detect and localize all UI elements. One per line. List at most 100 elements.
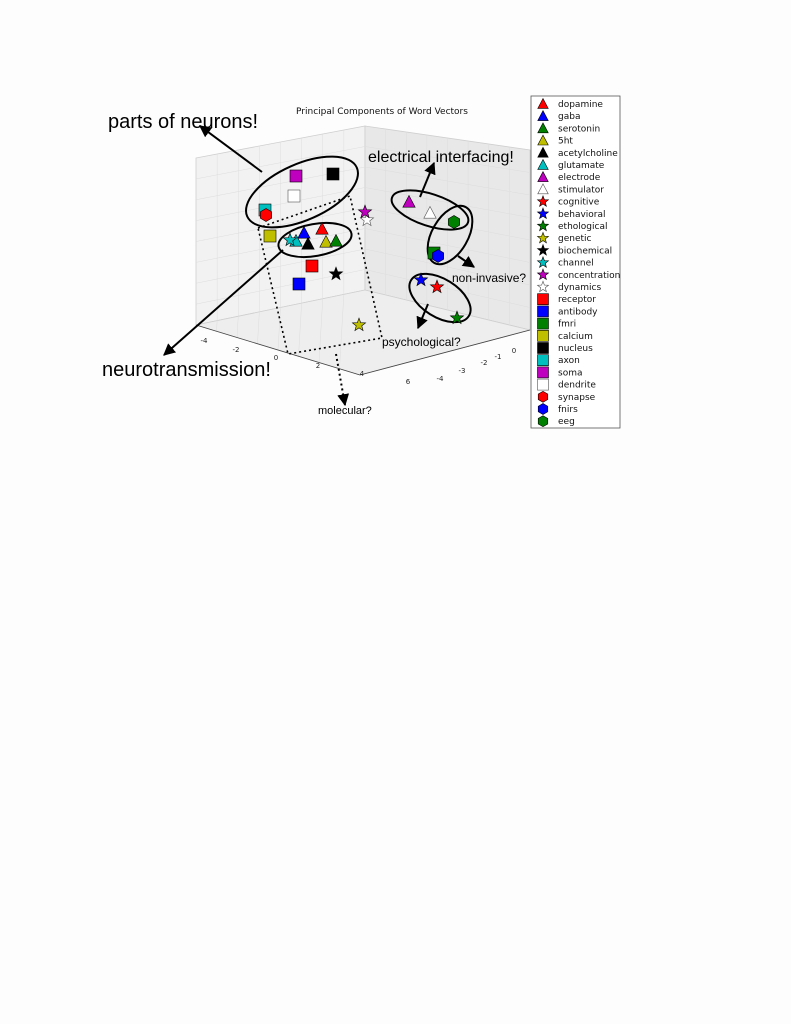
- legend-marker-eeg: [537, 415, 549, 428]
- annotation-electrical-interfacing: electrical interfacing!: [368, 149, 514, 166]
- legend-label-stimulator: stimulator: [558, 185, 604, 195]
- legend-label-acetylcholine: acetylcholine: [558, 149, 618, 159]
- molecular-region: [257, 194, 383, 355]
- grid-line: [195, 248, 366, 284]
- x-tick-label: 6: [406, 378, 411, 386]
- legend-label-gaba: gaba: [558, 112, 580, 122]
- arrow-psychological: [416, 303, 429, 330]
- grid-line: [318, 298, 323, 363]
- point-serotonin: [329, 233, 343, 247]
- legend-label-ethological: ethological: [558, 222, 607, 232]
- legend-label-fmri: fmri: [558, 320, 576, 330]
- axes-panes: [195, 125, 531, 376]
- legend-label-fnirs: fnirs: [558, 405, 578, 415]
- point-dopamine: [315, 221, 329, 235]
- legend-marker-gaba: [537, 110, 549, 121]
- grid-line: [364, 228, 531, 263]
- point-dynamics: [359, 212, 375, 227]
- legend-label-electrode: electrode: [558, 173, 601, 183]
- grid-line: [364, 269, 531, 308]
- arrow-neurotransmission: [163, 249, 284, 356]
- legend-marker-genetic: [536, 231, 550, 244]
- legend-label-channel: channel: [558, 259, 594, 269]
- point-concentration: [357, 204, 373, 219]
- legend-label-dynamics: dynamics: [558, 283, 601, 293]
- grid-line: [298, 303, 302, 357]
- legend-label-dopamine: dopamine: [558, 100, 603, 110]
- legend-marker-dynamics: [536, 280, 550, 293]
- point-receptor: [305, 259, 319, 273]
- point-cognitive: [429, 279, 445, 294]
- grid-line: [364, 207, 531, 241]
- arrow-non-invasive: [457, 255, 475, 268]
- x-tick-label: 0: [274, 354, 278, 362]
- legend-marker-glutamate: [537, 158, 549, 170]
- legend-marker-soma: [537, 366, 549, 379]
- legend-marker-channel: [536, 255, 550, 268]
- legend-marker-cognitive: [536, 194, 550, 207]
- y-tick-label: 0: [512, 347, 516, 355]
- grid-line: [277, 307, 281, 351]
- legend-label-biochemical: biochemical: [558, 246, 612, 256]
- scatter-points: [258, 167, 465, 332]
- legend-label-dendrite: dendrite: [558, 381, 596, 391]
- point-soma: [289, 169, 303, 183]
- electrical-interfacing-ellipse: [390, 189, 470, 231]
- neurotransmission-ellipse: [277, 221, 353, 259]
- legend-marker-serotonin: [537, 122, 549, 134]
- grid-line: [195, 207, 366, 242]
- arrow-electrical-interfacing: [419, 161, 436, 198]
- y-tick-label: -3: [459, 367, 466, 375]
- x-tick-label: 2: [316, 362, 320, 370]
- point-acetylcholine: [301, 236, 315, 250]
- non-invasive-ellipse: [426, 204, 474, 266]
- point-calcium: [263, 229, 277, 243]
- legend-label-antibody: antibody: [558, 307, 598, 317]
- arrow-parts-of-neurons: [199, 125, 263, 173]
- chart-title: Principal Components of Word Vectors: [296, 107, 468, 117]
- point-nucleus: [326, 167, 340, 181]
- cluster-outlines: [245, 155, 474, 324]
- y-tick-label: -2: [481, 359, 488, 367]
- legend-label-genetic: genetic: [558, 234, 592, 244]
- y-axis-line: [359, 329, 531, 376]
- annotation-non-invasive: non-invasive?: [452, 271, 526, 285]
- legend-marker-biochemical: [536, 243, 550, 256]
- grid-line: [339, 294, 345, 369]
- psychological-ellipse: [408, 272, 472, 324]
- point-channel: [282, 232, 298, 247]
- point-dendrite: [287, 189, 301, 203]
- annotation-psychological: psychological?: [382, 335, 461, 349]
- point-eeg: [448, 215, 460, 229]
- legend-label-nucleus: nucleus: [558, 344, 593, 354]
- grid-line: [236, 316, 239, 338]
- legend-label-soma: soma: [558, 368, 582, 378]
- point-behavioral: [413, 272, 429, 287]
- grid-line: [195, 228, 366, 263]
- x-axis-line: [195, 324, 361, 376]
- legend-label-eeg: eeg: [558, 417, 575, 427]
- point-5ht: [319, 234, 333, 248]
- point-fnirs: [432, 249, 444, 263]
- grid-lines: [195, 129, 531, 369]
- annotation-neurotransmission: neurotransmission!: [102, 359, 271, 381]
- point-gaba: [297, 225, 311, 239]
- legend-marker-behavioral: [536, 207, 550, 220]
- x-tick-label: 4: [360, 370, 365, 378]
- grid-line: [257, 311, 260, 344]
- point-stimulator: [423, 205, 437, 219]
- legend-marker-stimulator: [537, 183, 549, 195]
- y-tick-labels: -4-3-2-10: [437, 347, 517, 383]
- legend-label-5ht: 5ht: [558, 137, 573, 147]
- annotation-molecular: molecular?: [318, 405, 372, 417]
- legend-marker-receptor: [537, 293, 549, 306]
- legend-marker-dopamine: [537, 97, 549, 109]
- legend-label-behavioral: behavioral: [558, 210, 606, 220]
- legend-label-axon: axon: [558, 356, 580, 366]
- annotation-arrows: [163, 125, 475, 407]
- legend-marker-synapse: [537, 390, 549, 403]
- legend-marker-concentration: [536, 268, 550, 281]
- legend-marker-axon: [537, 354, 549, 367]
- legend-marker-nucleus: [537, 342, 549, 354]
